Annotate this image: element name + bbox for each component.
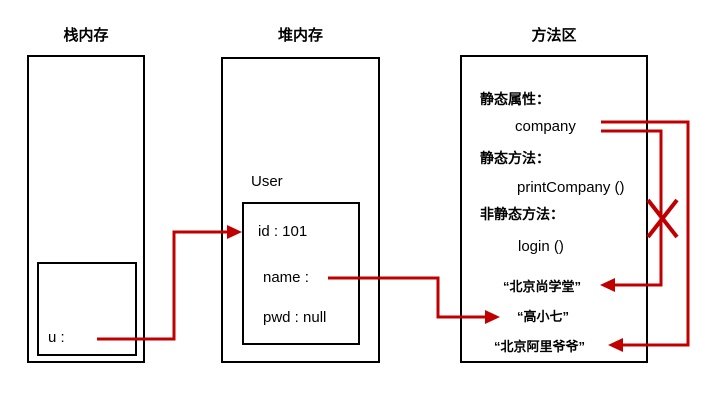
instance-method-heading: 非静态方法： <box>480 206 564 222</box>
static-attr-heading: 静态属性： <box>480 91 550 107</box>
cross-out-x-icon <box>646 198 679 239</box>
heap-box <box>221 57 380 363</box>
method-area-title: 方法区 <box>531 27 577 44</box>
static-method-printcompany-label: printCompany () <box>517 179 625 196</box>
stack-box <box>27 55 145 363</box>
instance-method-login-label: login () <box>518 238 564 255</box>
field-pwd-label: pwd : null <box>263 309 327 326</box>
field-id-label: id : 101 <box>258 223 308 240</box>
string-aliyeye-label: “北京阿里爷爷” <box>494 339 586 354</box>
stack-var-u-label: u : <box>48 329 65 346</box>
heap-title: 堆内存 <box>277 27 323 44</box>
string-gaoxiaoqi-label: “高小七” <box>517 309 570 324</box>
user-object-box <box>242 202 360 345</box>
user-object-type-label: User <box>251 173 283 190</box>
field-name-label: name : <box>263 269 309 286</box>
stack-title: 栈内存 <box>63 27 109 44</box>
static-attr-company-label: company <box>515 118 576 135</box>
string-shangxuetang-label: “北京尚学堂” <box>503 279 582 294</box>
static-method-heading: 静态方法： <box>480 150 550 166</box>
